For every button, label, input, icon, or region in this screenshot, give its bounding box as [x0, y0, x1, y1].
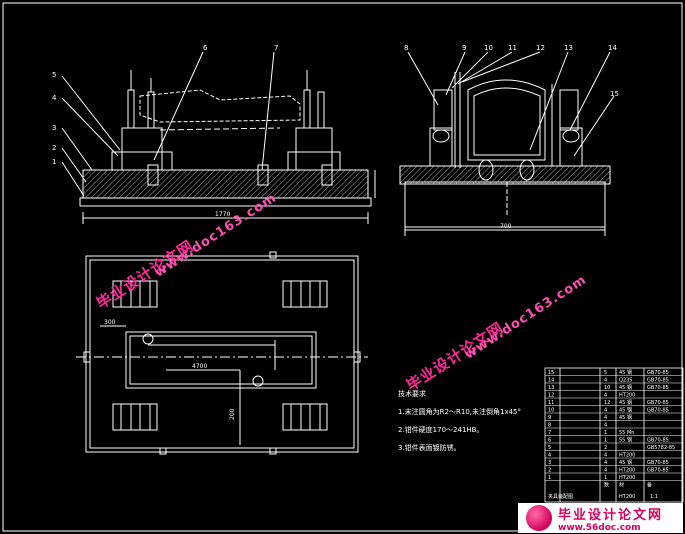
- dim-plan-offset: 300: [104, 319, 116, 326]
- logo-title: 毕业设计论文网: [558, 507, 664, 523]
- table-cell-std: GB70-85: [647, 400, 669, 406]
- table-cell-mat: Q235: [619, 378, 632, 384]
- table-cell-std: GB70-85: [647, 438, 669, 444]
- table-cell-no: 7: [548, 430, 551, 436]
- site-logo[interactable]: 毕业设计论文网 www.56doc.com: [518, 503, 683, 533]
- dim-plan-length: 4700: [192, 363, 207, 370]
- table-cell-no: 14: [548, 378, 554, 384]
- technical-requirements: 技术要求 1.未注圆角为R2～R10,未注倒角1x45° 2.钳件硬度170～2…: [398, 385, 521, 457]
- table-cell-mat: HT200: [619, 453, 635, 459]
- balloon-14: 14: [608, 44, 617, 52]
- table-cell-std: GB70-85: [647, 378, 669, 384]
- table-cell-mat: 45 钢: [619, 384, 632, 391]
- table-cell-mat: 45 钢: [619, 399, 632, 406]
- table-cell-mat: 45 钢: [619, 414, 632, 421]
- note-item-2: 2.钳件硬度170～241HB。: [398, 426, 484, 434]
- table-cell-qty: 4: [604, 453, 607, 459]
- table-cell-qty: 4: [604, 393, 607, 399]
- table-cell-qty: 4: [604, 468, 607, 474]
- table-cell-qty: 1: [604, 438, 607, 444]
- table-cell-std: GB70-85: [647, 468, 669, 474]
- table-cell-qty: 4: [604, 408, 607, 414]
- balloon-9: 9: [462, 44, 466, 52]
- balloon-11: 11: [508, 44, 517, 52]
- balloon-10: 10: [484, 44, 493, 52]
- balloon-5: 5: [52, 71, 56, 79]
- table-cell-no: 11: [548, 400, 554, 406]
- table-cell-no: 5: [548, 445, 551, 451]
- table-title-mat: HT200: [619, 494, 635, 500]
- table-cell-qty: 5: [604, 370, 607, 376]
- balloon-12: 12: [536, 44, 545, 52]
- table-cell-no: 9: [548, 415, 551, 421]
- table-cell-no: 8: [548, 423, 551, 429]
- table-cell-qty: 1: [604, 475, 607, 481]
- table-cell-qty: 12: [604, 400, 610, 406]
- table-cell-qty: 4: [604, 415, 607, 421]
- table-title-name: 夹具装配图: [548, 493, 573, 500]
- table-cell-qty: 4: [604, 378, 607, 384]
- table-cell-no: 10: [548, 408, 554, 414]
- dimension-texts: 1770 700 4700 300 200: [104, 211, 512, 420]
- table-cell-mat: 45 钢: [619, 369, 632, 376]
- top-view: [76, 251, 368, 455]
- logo-url: www.56doc.com: [558, 522, 641, 533]
- side-view: [399, 51, 615, 236]
- table-cell-qty: 4: [604, 423, 607, 429]
- table-header-std: 备: [647, 482, 652, 489]
- dim-plan-depth: 200: [229, 408, 236, 420]
- logo-icon: [526, 505, 552, 531]
- table-header-qty: 数: [604, 482, 609, 489]
- table-cell-std: GB70-85: [647, 370, 669, 376]
- balloon-3: 3: [52, 124, 56, 132]
- table-cell-mat: 55 Mn: [619, 430, 634, 436]
- balloon-15: 15: [610, 90, 619, 98]
- front-view: [61, 51, 376, 224]
- balloon-2: 2: [52, 144, 56, 152]
- table-cell-mat: 45 钢: [619, 459, 632, 466]
- table-cell-no: 13: [548, 385, 554, 391]
- table-cell-std: GB5782-85: [647, 445, 675, 451]
- table-cell-qty: 1: [604, 430, 607, 436]
- dim-side-length: 700: [500, 223, 512, 230]
- balloon-4: 4: [52, 94, 57, 102]
- table-cell-mat: 55 钢: [619, 437, 632, 444]
- table-header-mat: 材: [619, 482, 624, 489]
- balloon-labels: 5 4 3 2 1 6 7 8 9 10 11 12 13 14 15: [52, 44, 619, 166]
- table-cell-qty: 4: [604, 460, 607, 466]
- balloon-1: 1: [52, 158, 56, 166]
- table-cell-std: GB70-85: [647, 385, 669, 391]
- balloon-7: 7: [274, 44, 278, 52]
- table-cell-no: 6: [548, 438, 551, 444]
- table-cell-std: GB70-85: [647, 460, 669, 466]
- table-cell-no: 15: [548, 370, 554, 376]
- table-cell-no: 3: [548, 460, 551, 466]
- table-title-scale: 1:1: [650, 494, 658, 500]
- table-cell-no: 1: [548, 475, 551, 481]
- dim-front-length: 1770: [215, 211, 230, 218]
- table-cell-qty: 10: [604, 385, 610, 391]
- notes-title: 技术要求: [398, 390, 426, 398]
- balloon-6: 6: [203, 44, 208, 52]
- balloon-8: 8: [404, 44, 408, 52]
- table-cell-no: 12: [548, 393, 554, 399]
- table-cell-no: 4: [548, 453, 551, 459]
- note-item-3: 3.钳件表面镀防锈。: [398, 444, 461, 452]
- table-cell-mat: 45 钢: [619, 407, 632, 414]
- table-cell-mat: HT200: [619, 468, 635, 474]
- balloon-13: 13: [564, 44, 573, 52]
- table-cell-std: GB70-85: [647, 408, 669, 414]
- table-cell-mat: HT200: [619, 393, 635, 399]
- table-cell-qty: 2: [604, 445, 607, 451]
- table-cell-mat: HT200: [619, 475, 635, 481]
- table-cell-no: 2: [548, 468, 551, 474]
- note-item-1: 1.未注圆角为R2～R10,未注倒角1x45°: [398, 408, 521, 416]
